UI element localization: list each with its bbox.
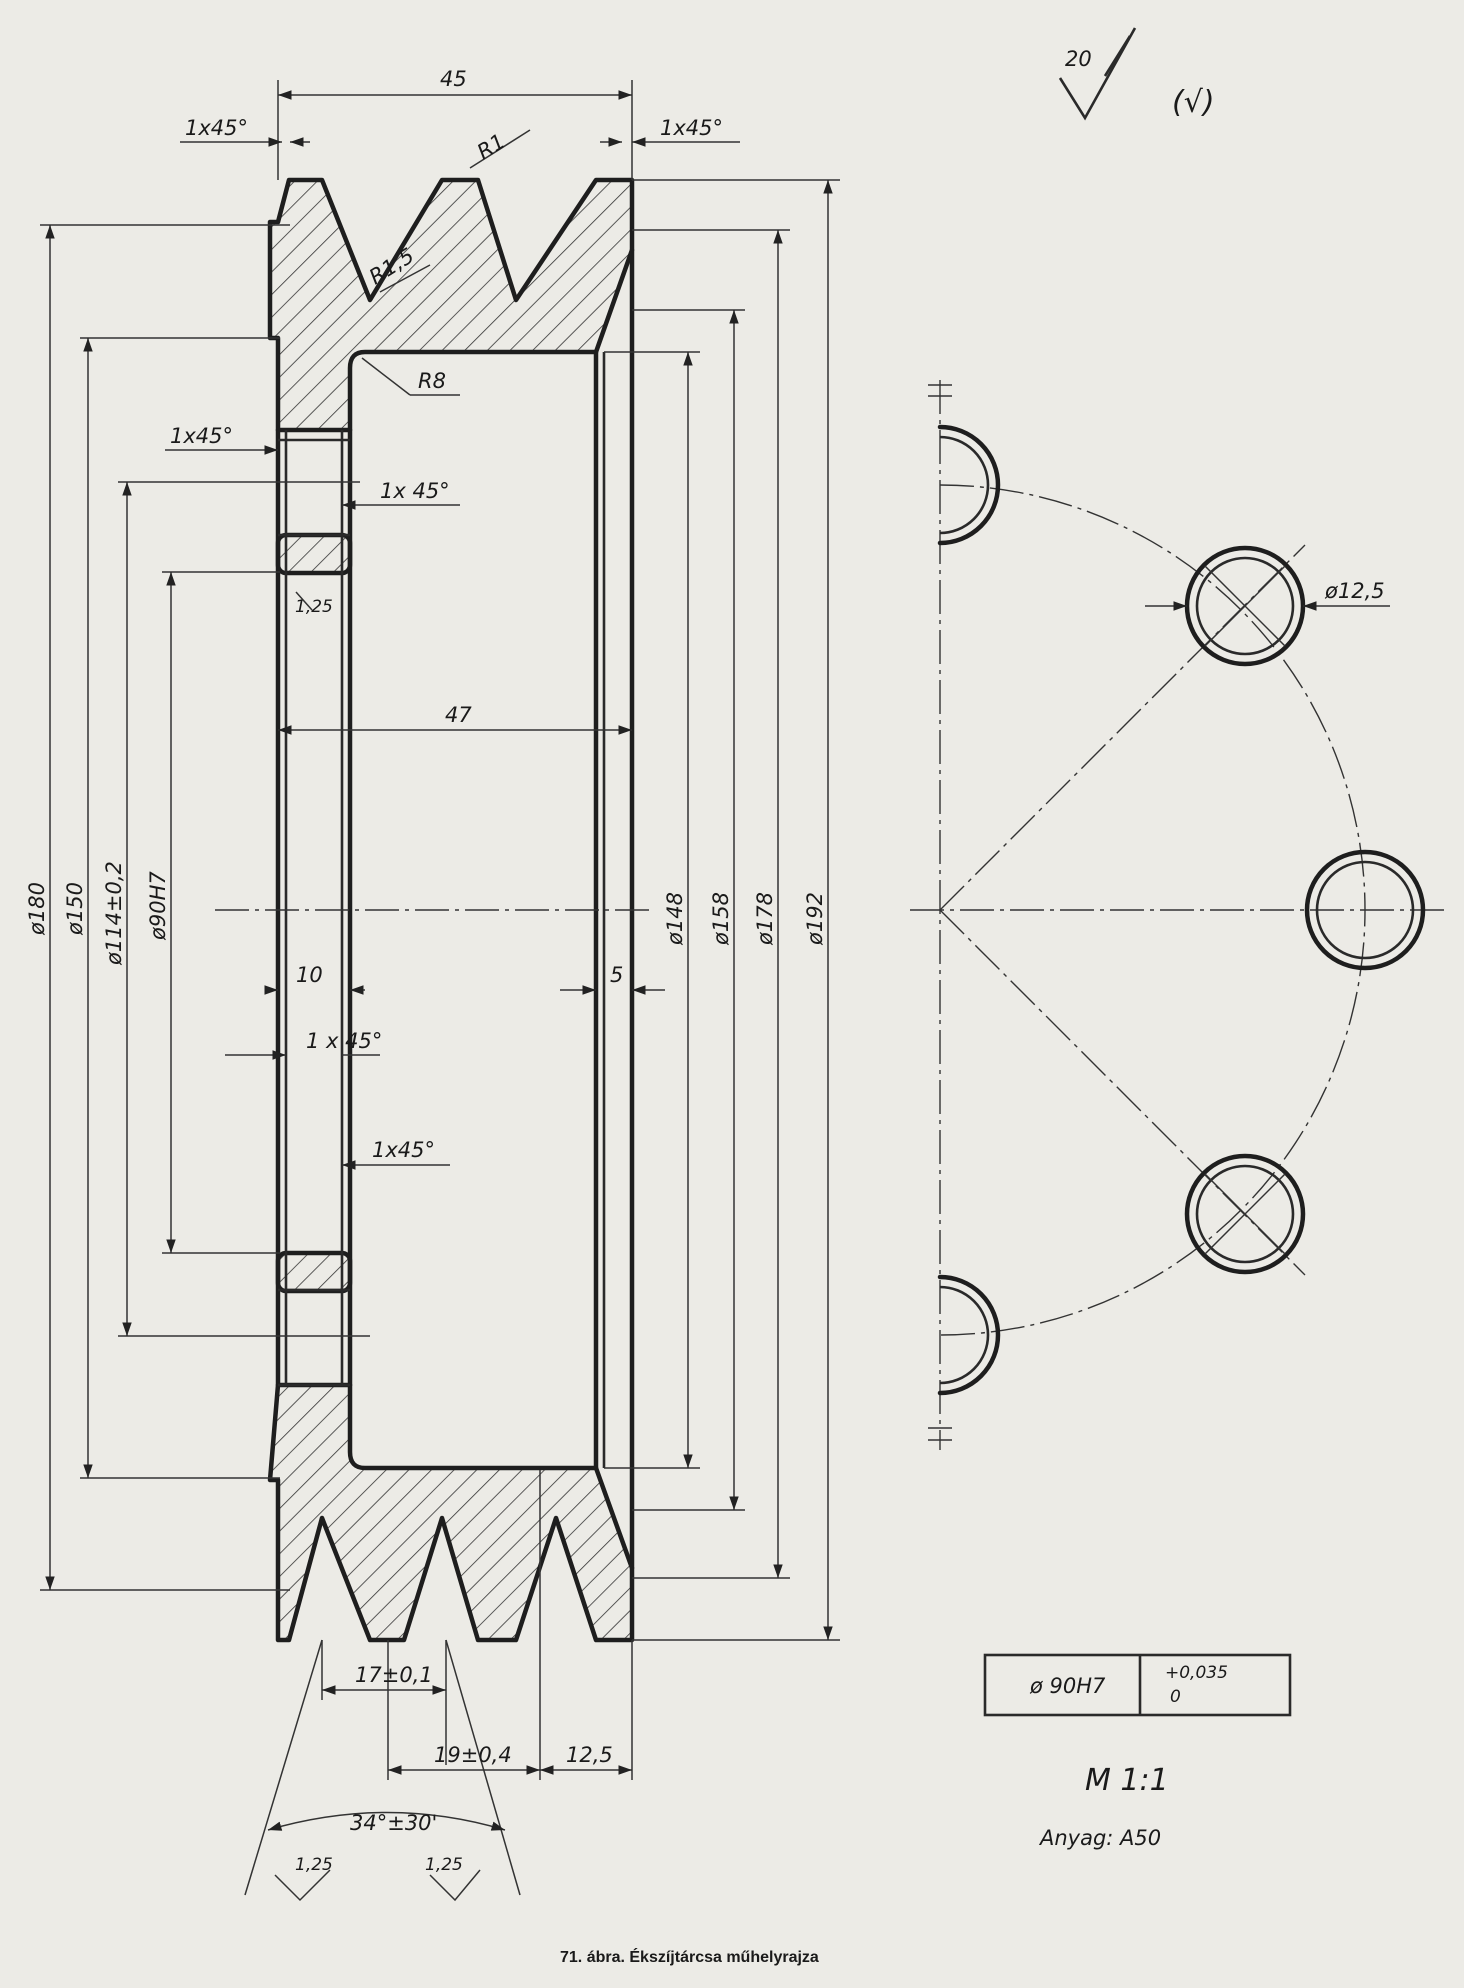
tolerance-designation: ø 90H7 [1029, 1674, 1106, 1698]
dim-hole-dia: ø12,5 [1324, 579, 1385, 603]
roughness-other: (√) [1172, 85, 1215, 120]
dimension-texts: 45 1x45° 1x45° R1 R1,5 R8 1x45° 1x 45° 1… [25, 47, 1385, 1966]
hole-half-top [937, 424, 1001, 546]
dim-dia-114: ø114±0,2 [102, 861, 126, 966]
dim-roughness-125-left: 1,25 [295, 1855, 333, 1875]
hub-ring-bottom [275, 1250, 353, 1294]
dim-roughness-125-top: 1,25 [295, 597, 333, 617]
dim-chamfer-hub-2: 1x 45° [380, 479, 450, 503]
pulley-section-view [215, 177, 655, 1643]
dim-dia-148: ø148 [663, 892, 687, 946]
dim-dia-150: ø150 [63, 882, 87, 936]
dim-chamfer-hub-4: 1x45° [372, 1138, 435, 1162]
dim-dia-90: ø90H7 [146, 871, 170, 941]
scale-label: M 1:1 [1085, 1763, 1169, 1798]
hole-upper [1184, 545, 1306, 667]
hole-middle [1304, 849, 1426, 971]
dim-angle-34: 34°±30' [350, 1811, 437, 1835]
material-label: Anyag: A50 [1038, 1826, 1161, 1850]
dim-chamfer-hub-1: 1x45° [170, 424, 233, 448]
dim-groove-19: 19±0,4 [434, 1743, 512, 1767]
pulley-end-view [910, 380, 1445, 1450]
hub-ring-top [275, 532, 353, 576]
dim-width-47: 47 [445, 703, 472, 727]
dim-dia-158: ø158 [709, 892, 733, 946]
tolerance-upper: +0,035 [1165, 1663, 1228, 1683]
dim-roughness-125-right: 1,25 [425, 1855, 463, 1875]
figure-caption: 71. ábra. Ékszíjtárcsa műhelyrajza [560, 1947, 819, 1966]
tolerance-lower: 0 [1170, 1687, 1181, 1707]
dim-dia-180: ø180 [25, 882, 49, 936]
hole-half-bottom [937, 1274, 1001, 1396]
dim-chamfer-top-left: 1x45° [185, 116, 248, 140]
roughness-symbol [1058, 27, 1137, 121]
roughness-value: 20 [1065, 47, 1092, 71]
dim-groove-125: 12,5 [566, 1743, 613, 1767]
dim-10: 10 [296, 963, 323, 987]
dim-chamfer-top-right: 1x45° [660, 116, 723, 140]
hole-lower [1184, 1153, 1306, 1275]
section-top-rim [267, 177, 635, 433]
dim-chamfer-hub-3: 1 x 45° [306, 1029, 382, 1053]
dim-dia-192: ø192 [803, 892, 827, 946]
section-bottom-rim [267, 1382, 635, 1643]
dim-groove-17: 17±0,1 [355, 1663, 433, 1687]
tolerance-table [983, 1653, 1292, 1717]
dim-radius-r8: R8 [418, 369, 446, 393]
dim-dia-178: ø178 [753, 892, 777, 946]
dim-radius-r1: R1 [473, 129, 509, 164]
dimension-lines [40, 80, 840, 1902]
dim-5: 5 [610, 963, 623, 987]
dim-width-45: 45 [440, 67, 467, 91]
